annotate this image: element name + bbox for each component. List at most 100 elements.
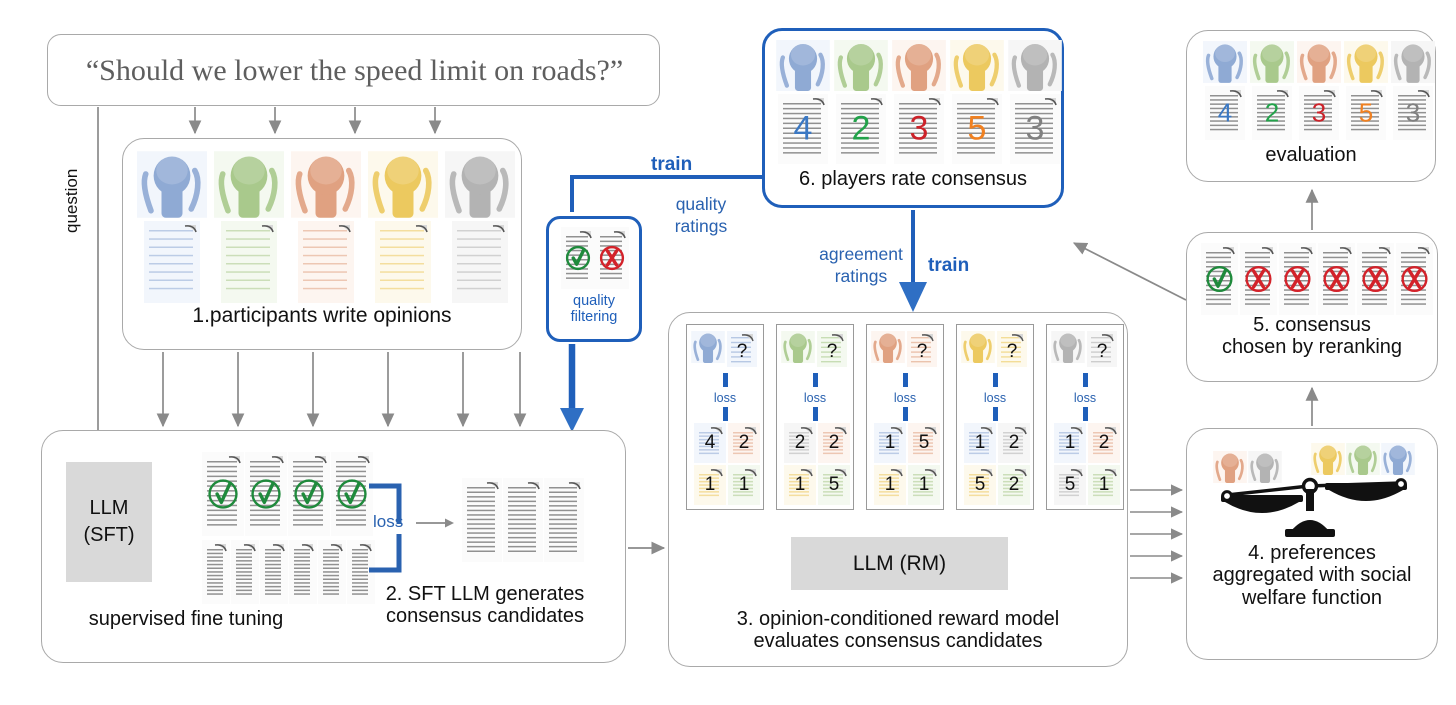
rm-card-header: ?	[961, 331, 1027, 367]
doc-rating-value: 3	[1025, 109, 1045, 148]
reranking-caption-line2: chosen by reranking	[1221, 336, 1403, 359]
doc-rating-value: 4	[793, 109, 813, 148]
rm-loss-bar-bottom	[812, 407, 818, 421]
rm-rating-grid: 4 2 1 1	[694, 423, 760, 505]
svg-text:?: ?	[827, 341, 838, 362]
doc-rating-value: 1	[738, 474, 750, 495]
doc-rating-value: 1	[794, 474, 806, 495]
reward-model-caption: 3. opinion-conditioned reward model eval…	[668, 608, 1128, 653]
sft-output-doc	[462, 478, 502, 562]
doc-rating-value: 5	[1064, 474, 1076, 495]
doc-rating-value: 2	[738, 432, 750, 453]
rm-loss-bar-top	[992, 373, 998, 387]
person-icon-gray	[445, 151, 515, 218]
train-label-right: train	[928, 255, 970, 276]
rm-rating-doc: 1	[964, 423, 996, 463]
quality-doc-check	[561, 227, 595, 289]
quality-caption-line2: filtering	[570, 309, 618, 326]
doc-rating-value: 5	[828, 474, 840, 495]
evaluation-rating-gray: 3	[1391, 41, 1435, 140]
doc-rating-value: 3	[1311, 97, 1327, 128]
doc-rating-value: 2	[1008, 474, 1020, 495]
participants-box	[122, 138, 522, 350]
sft-caption-right: 2. SFT LLM generates consensus candidate…	[345, 583, 625, 628]
rm-rating-grid: 1 5 1 1	[874, 423, 940, 505]
doc-rating-value: 1	[884, 432, 896, 453]
doc-rating-value: 2	[851, 109, 871, 148]
evaluation-caption: evaluation	[1265, 144, 1357, 166]
rm-rating-doc: 1	[908, 465, 940, 505]
player-rating-gray: 3	[1008, 40, 1062, 164]
doc-rating-value: 2	[1008, 432, 1020, 453]
person-icon-gray	[1391, 41, 1435, 83]
participants-grid	[137, 151, 515, 303]
quality-ratings-label: quality ratings	[655, 194, 747, 238]
person-icon-blue	[776, 40, 830, 91]
doc-rating-value: 3	[1405, 97, 1421, 128]
unknown-doc-icon: ?	[727, 331, 757, 367]
sft-approved-doc	[288, 452, 330, 536]
train-label-top: train	[651, 154, 693, 175]
opinion-doc-yellow	[375, 221, 431, 303]
sft-loss-label: loss	[373, 512, 404, 531]
rerank-doc-cross	[1318, 243, 1355, 315]
doc-rating-value: 5	[974, 474, 986, 495]
eval-doc-5: 5	[1346, 86, 1386, 140]
person-icon-yellow	[368, 151, 438, 218]
reranking-docs	[1201, 243, 1433, 315]
participant-column-orange	[291, 151, 361, 303]
sft-approved-doc	[245, 452, 287, 536]
reward-model-card-green: ? loss 2 2 1 5	[776, 324, 854, 510]
rm-rating-doc: 2	[728, 423, 760, 463]
eval-doc-3: 3	[1393, 86, 1433, 140]
rm-rating-grid: 1 2 5 1	[1054, 423, 1120, 505]
person-icon-green	[834, 40, 888, 91]
sft-caption-right-line1: 2. SFT LLM generates	[385, 583, 585, 605]
unknown-doc-icon: ?	[1087, 331, 1117, 367]
unknown-doc-icon: ?	[817, 331, 847, 367]
doc-rating-value: 1	[1098, 474, 1110, 495]
balance-scale-icon	[1203, 439, 1423, 543]
quality-filtering-caption: quality filtering	[546, 293, 642, 325]
unknown-doc-icon: ?	[997, 331, 1027, 367]
reranking-caption: 5. consensus chosen by reranking	[1186, 314, 1438, 359]
person-icon-yellow	[961, 331, 995, 363]
rm-card-header: ?	[691, 331, 757, 367]
reward-model-card-yellow: ? loss 1 2 5 2	[956, 324, 1034, 510]
person-icon-orange	[1297, 41, 1341, 83]
sft-output-doc	[503, 478, 543, 562]
rm-caption-line1: 3. opinion-conditioned reward model	[736, 608, 1060, 630]
reward-model-card-blue: ? loss 4 2 1 1	[686, 324, 764, 510]
svg-text:?: ?	[737, 341, 748, 362]
rm-rating-doc: 1	[784, 465, 816, 505]
doc-rating-value: 1	[704, 474, 716, 495]
sft-approved-docs	[202, 452, 373, 536]
rm-rating-doc: 5	[1054, 465, 1086, 505]
player-rating-blue: 4	[776, 40, 830, 164]
rm-rating-doc: 2	[818, 423, 850, 463]
quality-ratings-line1: quality	[675, 194, 727, 214]
rm-card-header: ?	[1051, 331, 1117, 367]
person-icon-gray	[1248, 451, 1282, 483]
participants-caption: 1.participants write opinions	[192, 304, 452, 327]
doc-rating-value: 2	[1264, 97, 1280, 128]
quality-ratings-line2: ratings	[674, 215, 728, 236]
quality-doc-cross	[595, 227, 629, 289]
sft-loss-bracket	[369, 483, 402, 573]
participant-column-green	[214, 151, 284, 303]
preferences-box	[1186, 428, 1438, 660]
rm-loss-bar-bottom	[992, 407, 998, 421]
rm-loss-label: loss	[803, 391, 827, 405]
evaluation-rating-yellow: 5	[1344, 41, 1388, 140]
rm-rating-doc: 1	[694, 465, 726, 505]
rm-loss-label: loss	[893, 391, 917, 405]
rm-rating-doc: 2	[998, 465, 1030, 505]
sft-output-doc	[544, 478, 584, 562]
evaluation-rating-blue: 4	[1203, 41, 1247, 140]
rerank-doc-check	[1201, 243, 1238, 315]
person-icon-orange	[1213, 451, 1247, 483]
question-text: “Should we lower the speed limit on road…	[85, 54, 624, 87]
svg-text:?: ?	[917, 341, 928, 362]
players-rate-consensus-box: 4 2 3 5 3	[762, 28, 1064, 208]
sft-caption-right-line2: consensus candidates	[386, 605, 584, 628]
